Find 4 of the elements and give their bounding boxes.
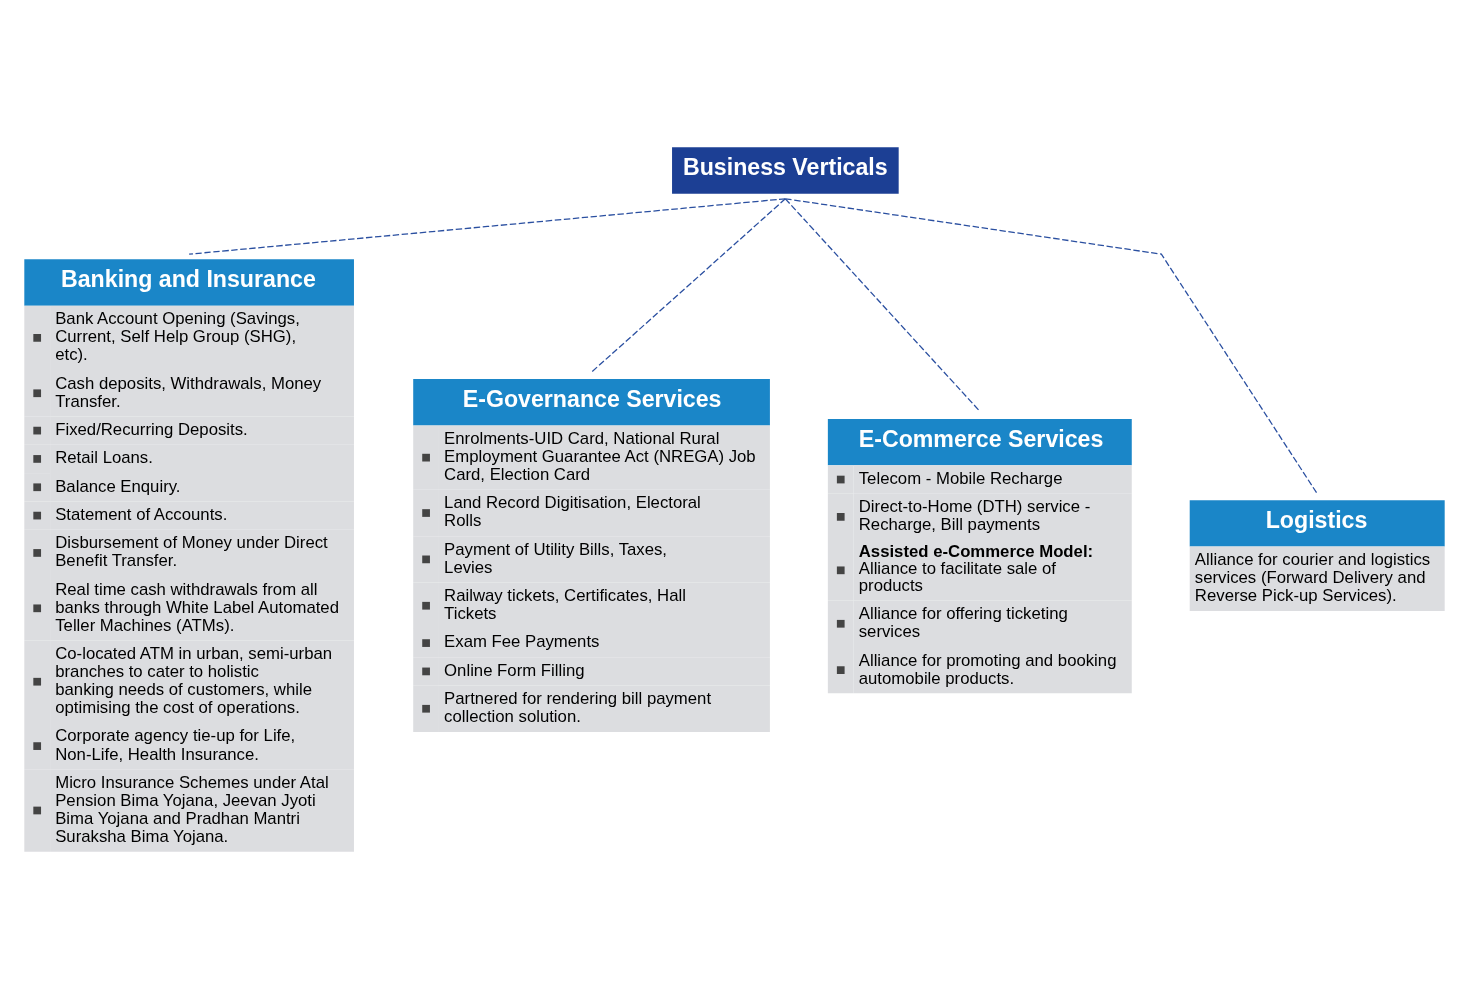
- node-box: Business Verticals: [672, 147, 899, 194]
- connector: [590, 198, 786, 374]
- connector: [188, 198, 786, 255]
- connector: [784, 198, 981, 412]
